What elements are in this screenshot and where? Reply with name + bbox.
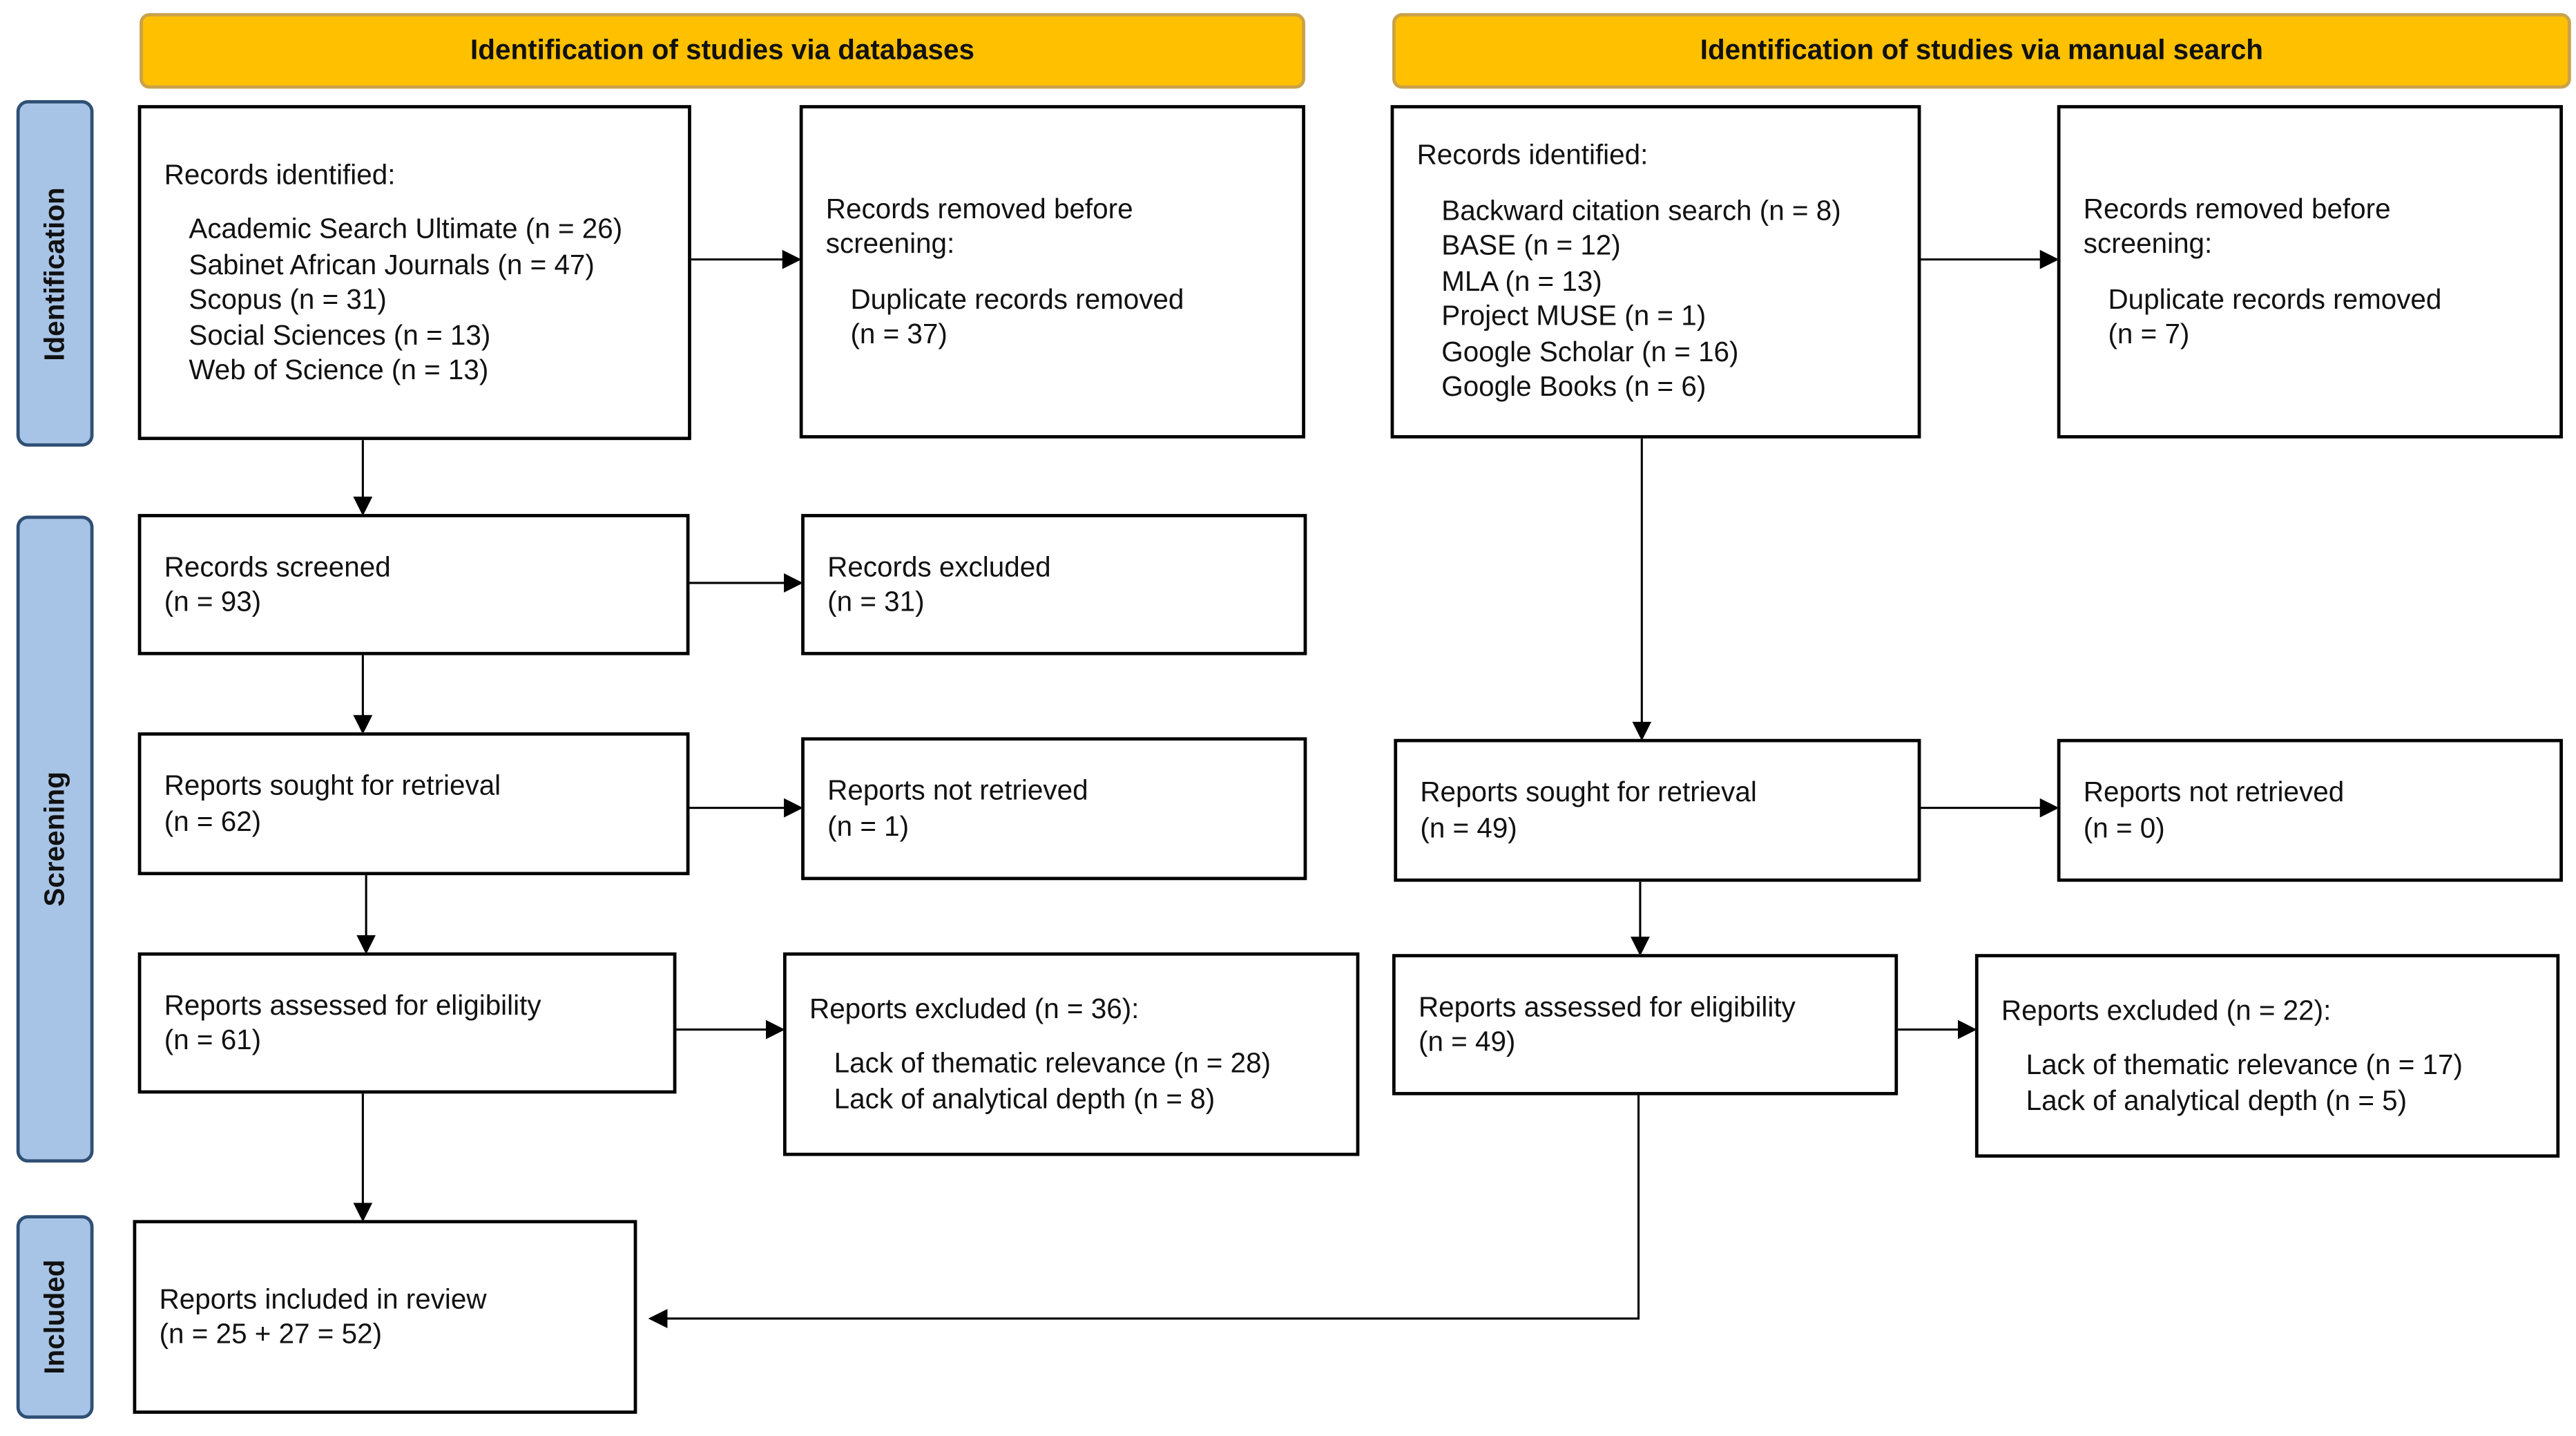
db-exclusion-reason: Lack of thematic relevance (n = 28) <box>834 1048 1271 1080</box>
phase-screening: Screening <box>16 515 94 1163</box>
manual-reports-excluded-title: Reports excluded (n = 22): <box>2001 995 2332 1026</box>
header-manual-search: Identification of studies via manual sea… <box>1392 13 2571 89</box>
db-source-item: Sabinet African Journals (n = 47) <box>189 249 595 280</box>
db-records-removed-box: Records removed before screening: Duplic… <box>799 105 1305 439</box>
phase-included: Included <box>16 1215 94 1419</box>
db-source-item: Academic Search Ultimate (n = 26) <box>189 213 623 245</box>
db-reports-not-retrieved-count: (n = 1) <box>827 810 910 842</box>
manual-exclusion-reason: Lack of thematic relevance (n = 17) <box>2026 1049 2463 1081</box>
manual-reports-assessed-count: (n = 49) <box>1418 1026 1516 1057</box>
db-records-screened-title: Records screened <box>164 551 391 582</box>
db-records-excluded-title: Records excluded <box>827 551 1051 582</box>
manual-duplicates-count: (n = 7) <box>2108 318 2190 350</box>
manual-records-identified-title: Records identified: <box>1416 140 1649 171</box>
db-exclusion-reason: Lack of analytical depth (n = 8) <box>834 1083 1215 1115</box>
manual-exclusion-reason: Lack of analytical depth (n = 5) <box>2026 1084 2407 1116</box>
db-source-item: Scopus (n = 31) <box>189 284 387 316</box>
phase-identification: Identification <box>16 100 94 447</box>
db-records-screened-box: Records screened (n = 93) <box>137 514 690 655</box>
manual-reports-assessed-box: Reports assessed for eligibility (n = 49… <box>1392 954 1899 1095</box>
manual-source-item: MLA (n = 13) <box>1441 265 1602 297</box>
manual-reports-excluded-box: Reports excluded (n = 22): Lack of thema… <box>1974 954 2560 1158</box>
manual-source-item: Backward citation search (n = 8) <box>1441 195 1841 227</box>
db-records-identified-box: Records identified: Academic Search Ulti… <box>137 105 691 441</box>
manual-source-item: Project MUSE (n = 1) <box>1441 300 1707 332</box>
db-reports-not-retrieved-title: Reports not retrieved <box>827 775 1088 807</box>
db-source-item: Web of Science (n = 13) <box>189 354 489 386</box>
manual-records-removed-title-cont: screening: <box>2083 228 2213 260</box>
db-reports-assessed-box: Reports assessed for eligibility (n = 61… <box>137 952 677 1094</box>
manual-duplicates-label: Duplicate records removed <box>2108 283 2442 315</box>
db-records-removed-title-cont: screening: <box>825 228 955 260</box>
db-reports-excluded-title: Reports excluded (n = 36): <box>809 993 1140 1024</box>
db-source-item: Social Sciences (n = 13) <box>189 319 491 351</box>
db-reports-not-retrieved-box: Reports not retrieved (n = 1) <box>801 737 1307 881</box>
db-records-excluded-count: (n = 31) <box>827 586 925 618</box>
reports-included-box: Reports included in review (n = 25 + 27 … <box>133 1220 637 1414</box>
db-reports-sought-title: Reports sought for retrieval <box>164 769 501 802</box>
db-reports-sought-box: Reports sought for retrieval (n = 62) <box>137 732 690 876</box>
db-duplicates-label: Duplicate records removed <box>850 283 1184 315</box>
header-databases: Identification of studies via databases <box>140 13 1305 89</box>
manual-source-item: Google Scholar (n = 16) <box>1441 336 1739 367</box>
db-records-screened-count: (n = 93) <box>164 586 262 618</box>
manual-source-item: Google Books (n = 6) <box>1441 371 1707 403</box>
db-reports-excluded-box: Reports excluded (n = 36): Lack of thema… <box>782 952 1360 1156</box>
db-reports-assessed-count: (n = 61) <box>164 1024 262 1056</box>
manual-records-identified-box: Records identified: Backward citation se… <box>1390 105 1921 439</box>
reports-included-count: (n = 25 + 27 = 52) <box>159 1318 383 1350</box>
manual-reports-sought-box: Reports sought for retrieval (n = 49) <box>1394 738 1921 882</box>
db-duplicates-count: (n = 37) <box>850 318 948 350</box>
arrow-manual-assessed-to-included <box>648 1095 1640 1328</box>
manual-reports-not-retrieved-box: Reports not retrieved (n = 0) <box>2057 738 2563 882</box>
manual-reports-assessed-title: Reports assessed for eligibility <box>1418 990 1796 1022</box>
db-records-excluded-box: Records excluded (n = 31) <box>801 514 1307 655</box>
db-reports-sought-count: (n = 62) <box>164 805 262 837</box>
manual-reports-not-retrieved-count: (n = 0) <box>2083 812 2165 843</box>
manual-reports-not-retrieved-title: Reports not retrieved <box>2083 776 2345 808</box>
manual-reports-sought-title: Reports sought for retrieval <box>1420 776 1757 808</box>
db-records-removed-title: Records removed before <box>825 193 1133 224</box>
manual-reports-sought-count: (n = 49) <box>1420 812 1517 843</box>
reports-included-title: Reports included in review <box>159 1283 487 1315</box>
manual-records-removed-title: Records removed before <box>2083 193 2391 224</box>
db-reports-assessed-title: Reports assessed for eligibility <box>164 989 541 1021</box>
manual-records-removed-box: Records removed before screening: Duplic… <box>2057 105 2563 439</box>
manual-source-item: BASE (n = 12) <box>1441 230 1621 262</box>
db-records-identified-title: Records identified: <box>164 158 396 190</box>
